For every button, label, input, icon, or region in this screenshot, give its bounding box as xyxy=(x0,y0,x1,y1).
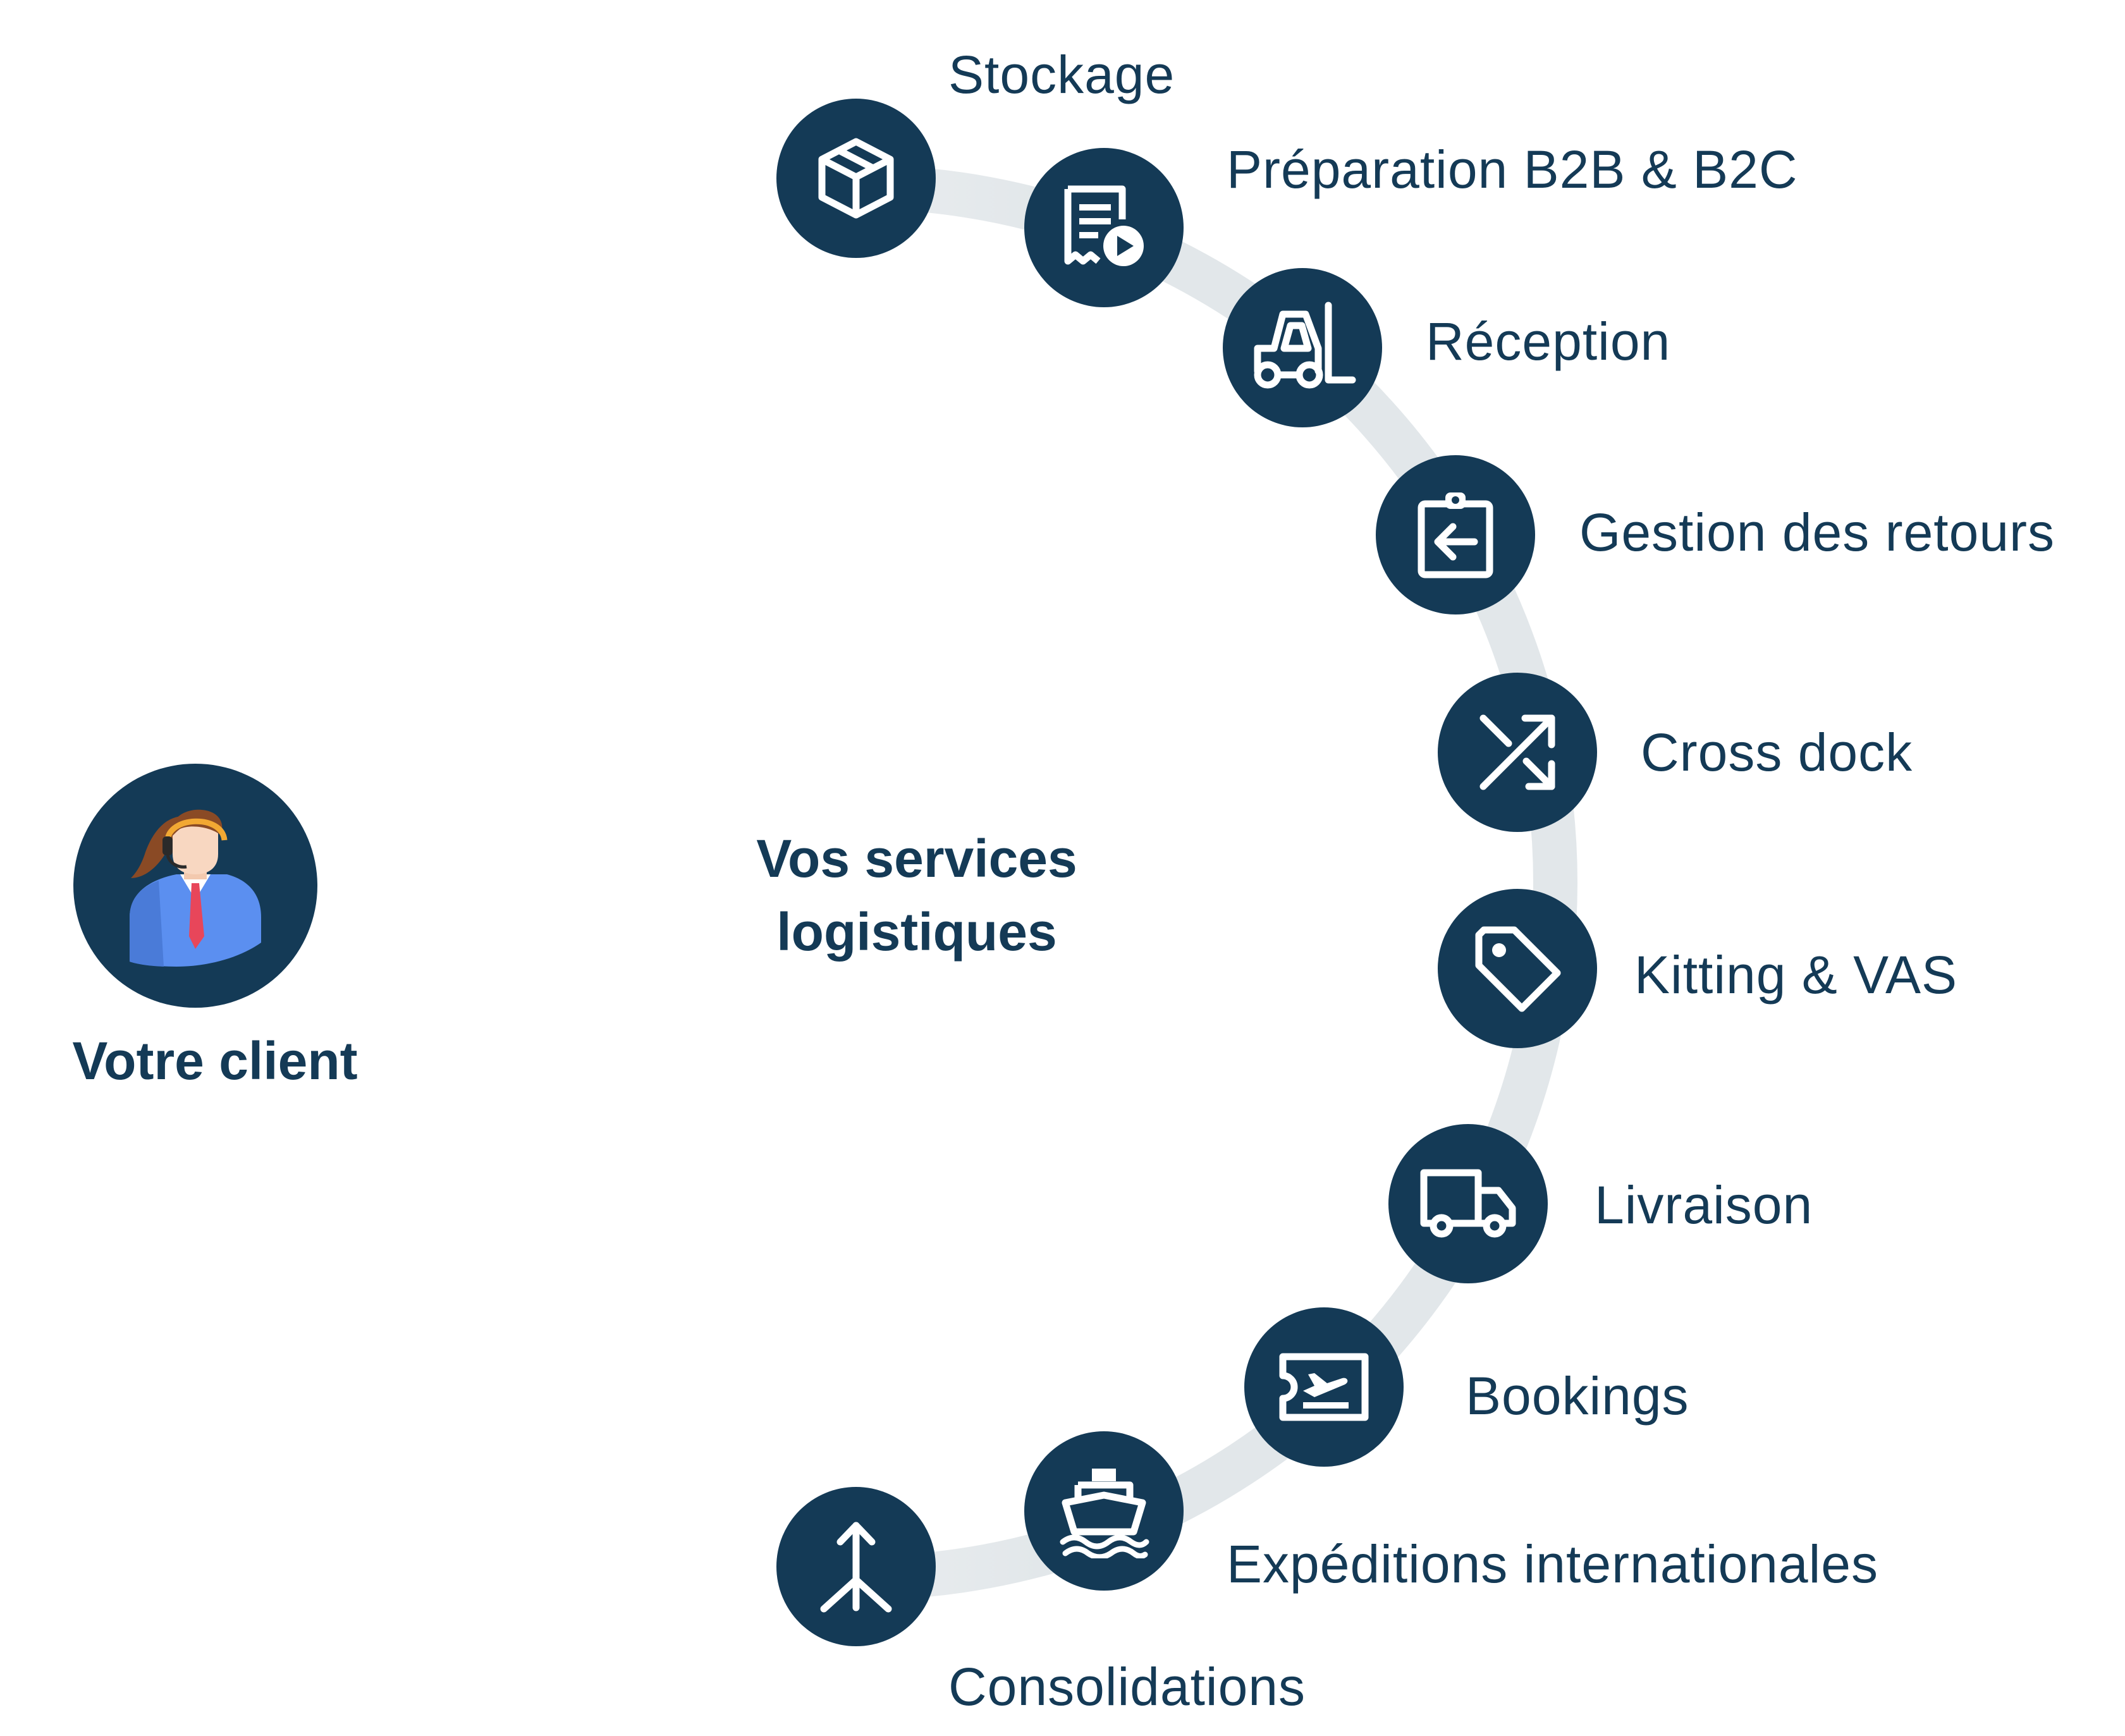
tag-icon xyxy=(1475,926,1561,1012)
service-label-expeditions: Expéditions internationales xyxy=(1227,1534,1878,1594)
return-clipboard-icon xyxy=(1418,492,1493,578)
forklift-icon xyxy=(1254,302,1356,389)
box-icon xyxy=(818,138,894,219)
service-label-consolidations: Consolidations xyxy=(948,1657,1306,1716)
center-title-line2: logistiques xyxy=(776,902,1057,962)
service-node-preparation xyxy=(1024,148,1184,307)
client-label: Votre client xyxy=(72,1031,358,1091)
service-label-kitting: Kitting & VAS xyxy=(1634,945,1958,1005)
shuffle-arrows-icon xyxy=(1479,714,1555,790)
ship-icon xyxy=(1060,1469,1149,1558)
service-node-stockage xyxy=(776,99,936,258)
service-label-livraison: Livraison xyxy=(1595,1175,1813,1235)
customer-service-agent-icon xyxy=(130,809,261,967)
service-node-livraison xyxy=(1388,1124,1548,1283)
service-label-reception: Réception xyxy=(1426,312,1671,371)
service-label-retours: Gestion des retours xyxy=(1579,503,2055,562)
order-list-play-icon xyxy=(1064,185,1144,266)
service-label-stockage: Stockage xyxy=(948,45,1175,104)
merge-arrows-icon xyxy=(820,1522,892,1613)
client-node xyxy=(73,764,317,1008)
service-node-retours xyxy=(1376,455,1535,614)
service-node-expeditions xyxy=(1024,1431,1184,1591)
truck-icon xyxy=(1420,1169,1516,1238)
service-node-crossdock xyxy=(1438,673,1597,832)
flight-ticket-icon xyxy=(1279,1353,1369,1421)
service-node-bookings xyxy=(1244,1307,1404,1467)
service-node-kitting xyxy=(1438,889,1597,1048)
service-label-preparation: Préparation B2B & B2C xyxy=(1227,140,1798,199)
service-node-consolidations xyxy=(776,1487,936,1646)
service-node-reception xyxy=(1223,268,1382,427)
service-label-bookings: Bookings xyxy=(1466,1366,1689,1426)
service-label-crossdock: Cross dock xyxy=(1641,723,1913,782)
center-title: Vos services logistiques xyxy=(683,822,1151,969)
center-title-line1: Vos services xyxy=(756,829,1077,888)
